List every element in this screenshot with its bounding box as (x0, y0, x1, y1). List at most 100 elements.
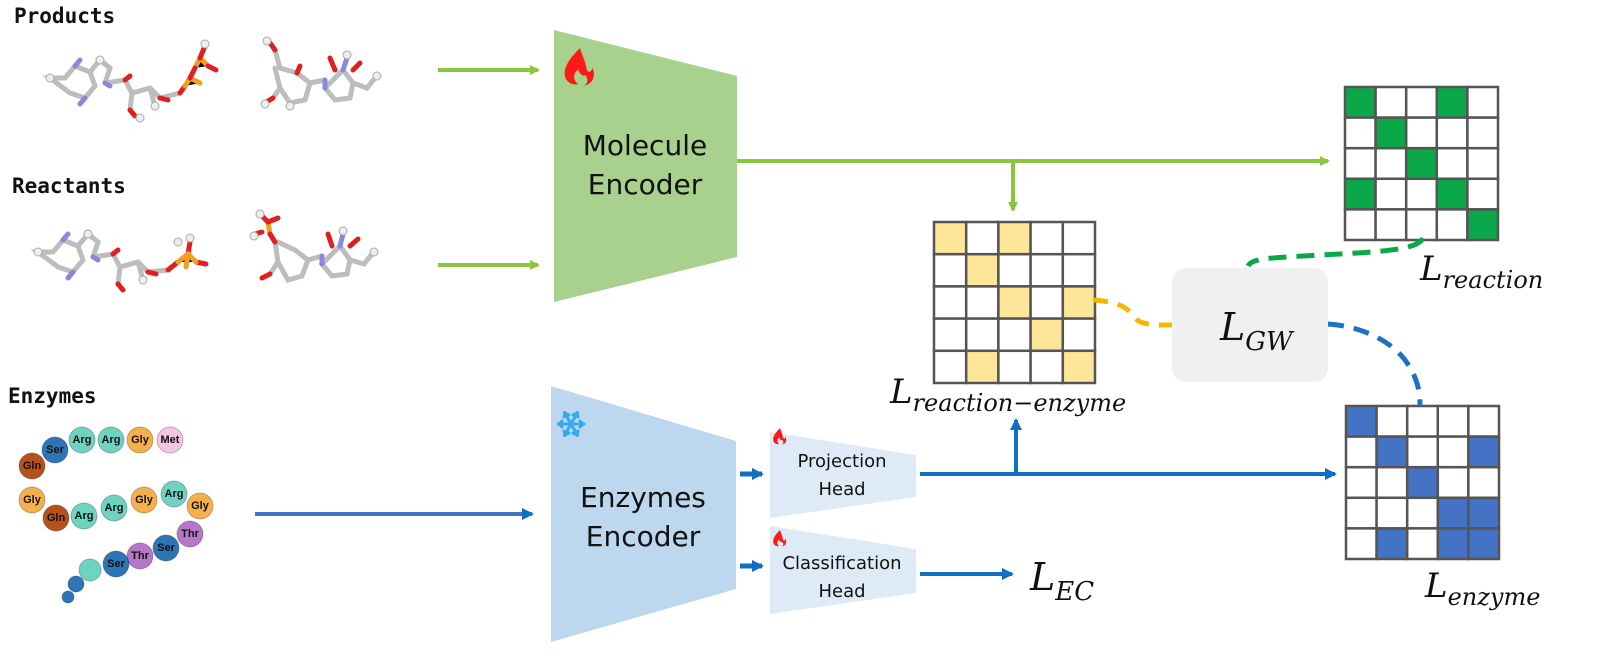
matrix-cell-empty (1466, 116, 1500, 150)
matrix-cell-filled (1061, 349, 1097, 385)
product-molecule-1 (42, 39, 219, 123)
enzymes-encoder-snowflake-icon (556, 410, 586, 438)
matrix-cell-empty (1466, 177, 1500, 211)
amino-acid-bead (160, 480, 188, 508)
reactant-molecule-1 (30, 229, 209, 293)
enzymes-label: Enzymes (8, 384, 97, 408)
loss-reaction-enzyme-label: Lreaction−enzyme (889, 372, 1126, 417)
matrix-cell-empty (1404, 177, 1439, 211)
matrix-cell-empty (1467, 404, 1501, 438)
amino-acid-bead (61, 590, 75, 604)
projection-head-label-2: Head (818, 479, 865, 500)
matrix-cell-empty (1374, 208, 1408, 242)
matrix-cell-empty (1374, 146, 1408, 181)
matrix-cell-empty (932, 317, 968, 353)
amino-acid-label: Ser (157, 542, 175, 554)
projection-head-flame-icon (773, 428, 787, 445)
matrix-cell-empty (1436, 404, 1470, 438)
matrix-cell-empty (1467, 465, 1501, 500)
amino-acid-label: Gly (135, 494, 154, 506)
amino-acid-bead (41, 436, 69, 464)
matrix-cell-filled (1466, 208, 1500, 242)
amino-acid-label: Gln (23, 460, 42, 472)
matrix-cell-filled (997, 220, 1032, 256)
amino-acid-label: Arg (75, 510, 94, 522)
matrix-cell-filled (932, 220, 968, 256)
classification-head-flame-icon (773, 530, 787, 547)
matrix-cell-filled (997, 285, 1032, 320)
matrix-cell-filled (1029, 317, 1065, 353)
matrix-cell-empty (1029, 349, 1065, 385)
matrix-cell-empty (1375, 404, 1409, 438)
matrix-cell-empty (1029, 252, 1065, 288)
amino-acid-label: Gly (191, 500, 210, 512)
enzymes-encoder-block (551, 386, 736, 642)
matrix-cell-filled (1435, 85, 1469, 119)
projection-head-label-1: Projection (797, 451, 886, 472)
product-molecule-2 (260, 36, 382, 111)
molecule-encoder-block (554, 30, 737, 302)
matrix-cell-empty (1061, 252, 1097, 288)
matrix-cell-empty (1435, 116, 1469, 150)
amino-acid-label: Ser (46, 444, 64, 456)
reaction-enzyme-similarity-matrix (932, 220, 1097, 385)
classification-head-label-1: Classification (782, 553, 901, 574)
matrix-cell-empty (1436, 435, 1470, 469)
amino-acid-bead (78, 558, 102, 582)
joint-to-gw-dashed-link (1093, 297, 1173, 328)
projection-head-block (770, 432, 916, 518)
amino-acid-bead (42, 504, 70, 532)
matrix-cell-empty (1343, 208, 1377, 242)
matrix-cell-empty (1436, 465, 1470, 500)
matrix-cell-filled (1061, 285, 1097, 320)
reaction-to-gw-dashed-link (1245, 236, 1426, 268)
matrix-cell-empty (1435, 208, 1469, 242)
loss-gw-label: LGW (1219, 305, 1295, 357)
reactant-molecule-2 (249, 209, 379, 283)
amino-acid-bead (186, 492, 214, 520)
matrix-cell-filled (1467, 496, 1501, 530)
matrix-cell-filled (1343, 177, 1377, 211)
matrix-cell-empty (1061, 317, 1097, 353)
matrix-cell-empty (997, 317, 1032, 353)
matrix-cell-empty (997, 349, 1032, 385)
classification-head-label-2: Head (818, 581, 865, 602)
amino-acid-bead (102, 550, 130, 578)
enzymes-encoder-label-2: Encoder (586, 520, 701, 553)
amino-acid-bead (67, 575, 85, 593)
matrix-cell-empty (1404, 85, 1439, 119)
matrix-cell-filled (964, 349, 1000, 385)
amino-acid-bead (126, 542, 154, 570)
matrix-cell-empty (1405, 404, 1440, 438)
matrix-cell-filled (1375, 527, 1409, 561)
matrix-cell-empty (1466, 85, 1500, 119)
amino-acid-label: Ser (107, 558, 125, 570)
matrix-cell-filled (1436, 527, 1470, 561)
molecule-encoder-flame-icon (564, 48, 594, 86)
matrix-cell-empty (932, 252, 968, 288)
amino-acid-bead (70, 502, 98, 530)
amino-acid-label: Arg (105, 502, 124, 514)
matrix-cell-empty (1343, 146, 1377, 181)
reaction-similarity-matrix (1343, 85, 1500, 242)
matrix-cell-empty (1029, 285, 1065, 320)
amino-acid-label: Met (161, 434, 180, 446)
matrix-cell-empty (1405, 496, 1440, 530)
matrix-cell-empty (1029, 220, 1065, 256)
amino-acid-bead (18, 452, 46, 480)
molecule-encoder-label-2: Encoder (588, 168, 703, 201)
matrix-cell-filled (1405, 465, 1440, 500)
classification-head-block (770, 526, 916, 614)
matrix-cell-empty (1374, 85, 1408, 119)
matrix-cell-filled (1404, 146, 1439, 181)
matrix-cell-filled (964, 252, 1000, 288)
loss-ec-label: LEC (1029, 555, 1094, 607)
amino-acid-bead (97, 426, 125, 454)
enzymes-encoder-label-1: Enzymes (580, 481, 706, 514)
molecule-encoder-label-1: Molecule (583, 129, 707, 162)
enzyme-to-gw-dashed-link (1327, 321, 1423, 407)
matrix-cell-empty (932, 285, 968, 320)
amino-acid-bead (126, 426, 154, 454)
